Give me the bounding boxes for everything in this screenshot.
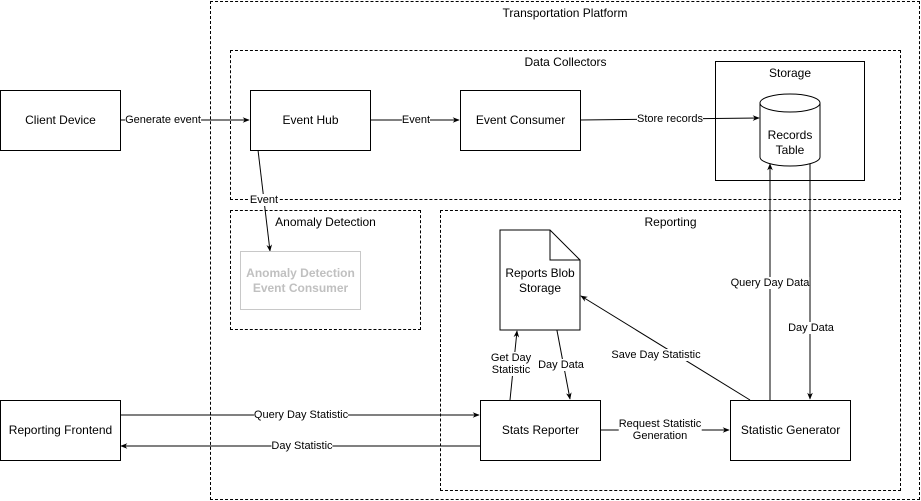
- edge-save-day-statistic: [580, 295, 751, 401]
- statistic-generator-node[interactable]: Statistic Generator: [730, 400, 851, 461]
- edge-label-query-day-data: Query Day Data: [730, 277, 810, 289]
- edge-label-day-statistic: Day Statistic: [271, 440, 333, 452]
- transportation-platform-title: Transportation Platform: [502, 6, 628, 20]
- anomaly-detection-group: Anomaly Detection: [230, 210, 421, 330]
- reports-blob-document: [499, 229, 581, 331]
- edge-label-event: Event: [401, 114, 431, 126]
- reporting-group: Reporting: [440, 210, 901, 491]
- transportation-platform-group: Transportation Platform: [210, 1, 920, 500]
- reporting-frontend-node[interactable]: Reporting Frontend: [0, 400, 121, 461]
- data-collectors-title: Data Collectors: [524, 55, 607, 69]
- event-hub-node[interactable]: Event Hub: [250, 90, 371, 151]
- reporting-frontend-label: Reporting Frontend: [8, 423, 113, 437]
- edge-label-store-records: Store records: [636, 113, 704, 125]
- edge-label-get-day-statistic: Get Day Statistic: [490, 352, 532, 376]
- records-table-label: Records Table: [767, 128, 813, 157]
- edge-label-day-data-right: Day Data: [788, 322, 834, 334]
- event-hub-label: Event Hub: [282, 113, 339, 127]
- client-device-label: Client Device: [25, 113, 96, 127]
- edge-label-query-day-statistic: Query Day Statistic: [253, 409, 349, 421]
- reports-blob-label: Reports Blob Storage: [505, 266, 575, 295]
- data-collectors-group: Data Collectors: [230, 50, 901, 200]
- edge-label-event-anomaly: Event: [249, 194, 279, 206]
- stats-reporter-label: Stats Reporter: [501, 423, 580, 437]
- event-consumer-node[interactable]: Event Consumer: [460, 90, 581, 151]
- stats-reporter-node[interactable]: Stats Reporter: [480, 400, 601, 461]
- statistic-generator-label: Statistic Generator: [740, 423, 841, 437]
- anomaly-detection-title: Anomaly Detection: [275, 215, 376, 229]
- event-consumer-label: Event Consumer: [475, 113, 566, 127]
- edge-label-generate-event: Generate event: [125, 114, 201, 126]
- anomaly-consumer-label: Anomaly Detection Event Consumer: [246, 265, 355, 295]
- records-table-cylinder: [759, 93, 821, 167]
- edge-label-day-data-blob: Day Data: [538, 359, 584, 371]
- edge-label-request-statistic: Request Statistic Generation: [618, 418, 702, 442]
- storage-title: Storage: [768, 66, 812, 80]
- client-device-node[interactable]: Client Device: [0, 90, 121, 151]
- anomaly-consumer-node[interactable]: Anomaly Detection Event Consumer: [240, 251, 361, 310]
- edge-label-save-day-statistic: Save Day Statistic: [611, 349, 701, 361]
- reporting-title: Reporting: [644, 215, 697, 229]
